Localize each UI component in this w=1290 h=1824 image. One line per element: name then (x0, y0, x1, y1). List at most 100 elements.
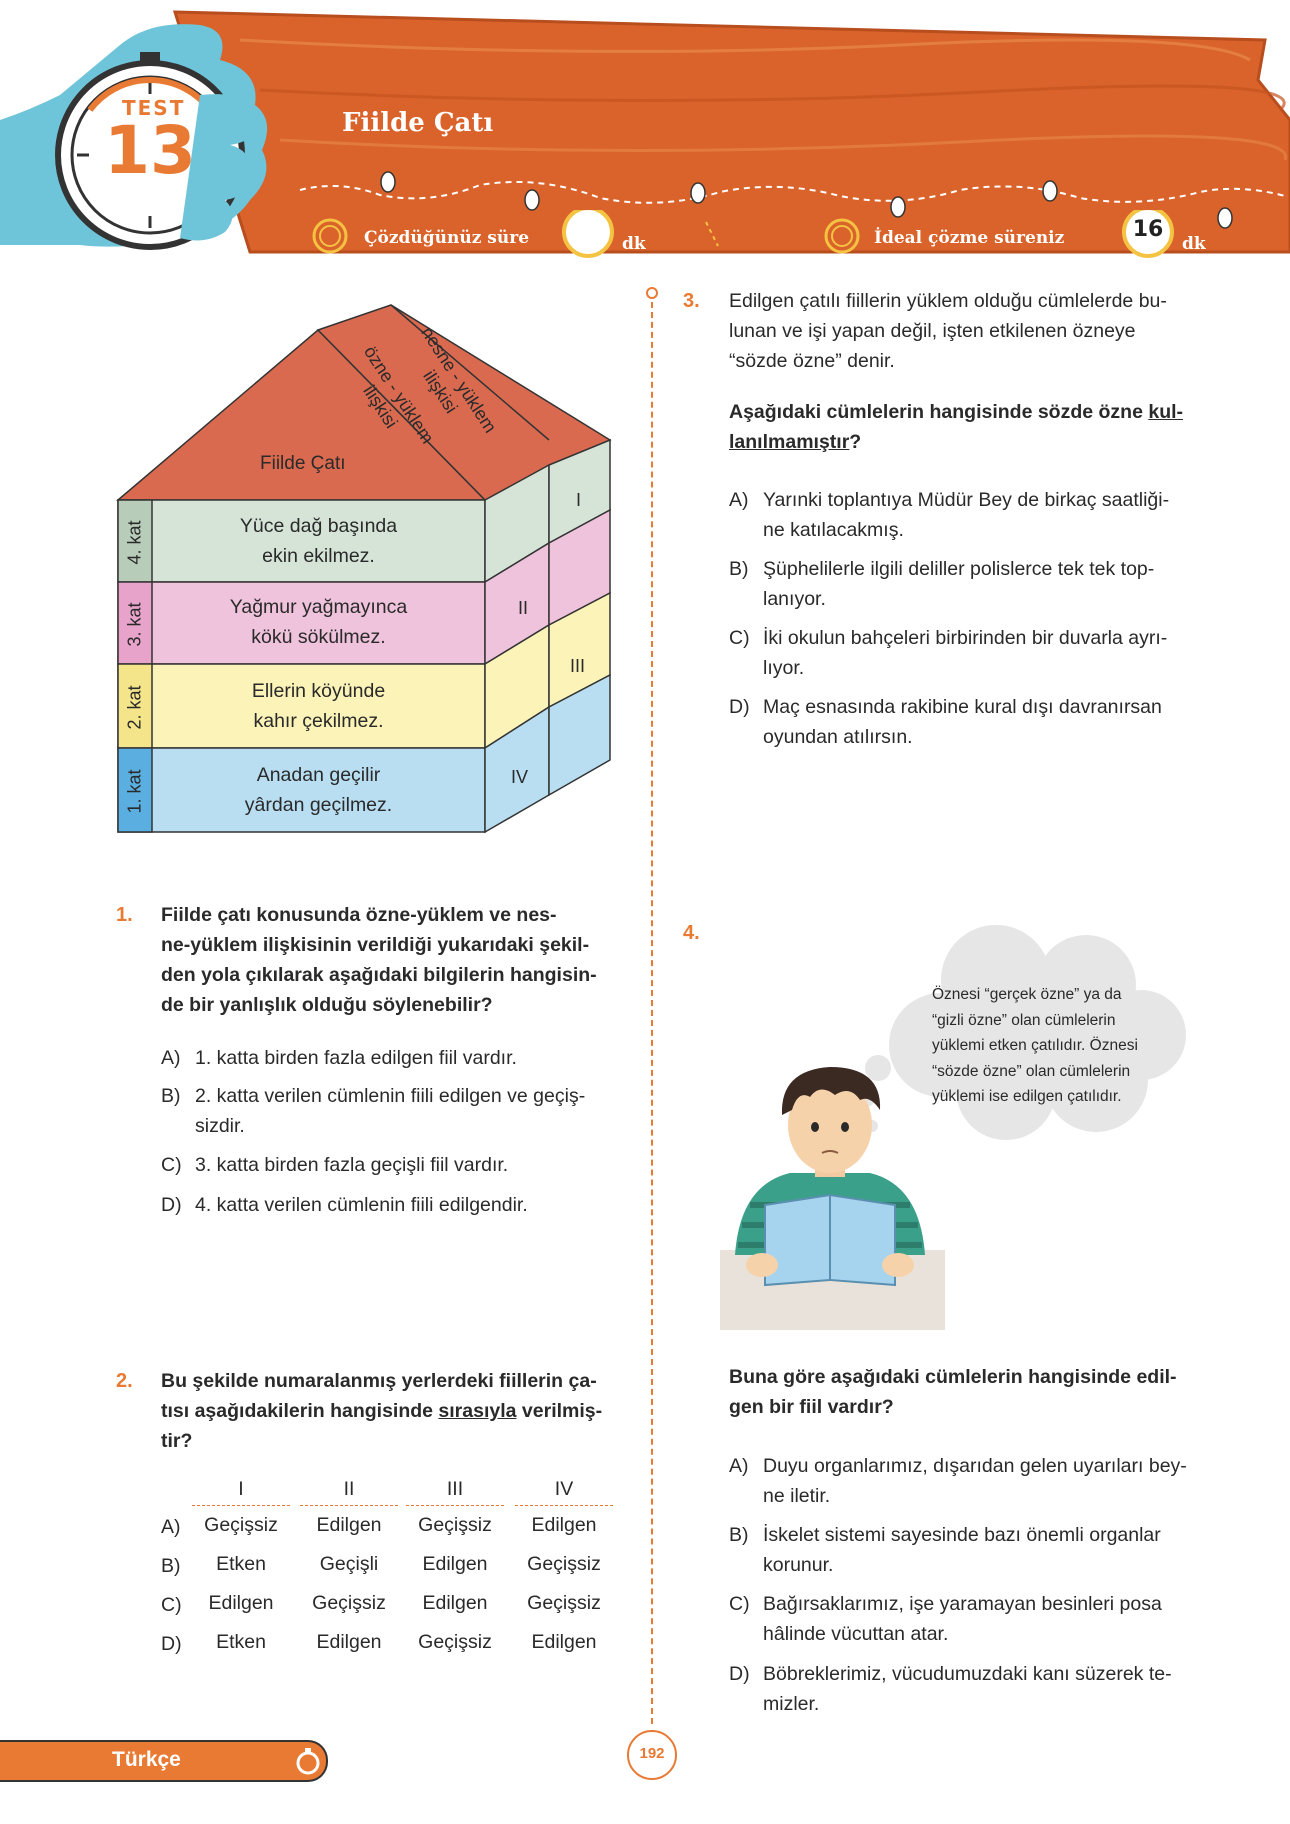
q1-option-c[interactable]: C) 3. katta birden fazla geçişli fiil va… (161, 1150, 621, 1180)
q2-cell: Edilgen (316, 1514, 382, 1536)
q4-option-d[interactable]: D) Böbreklerimiz, vücudumuzdaki kanı süz… (729, 1659, 1209, 1719)
q3-stem-part: ? (849, 431, 862, 453)
option-letter: A) (729, 489, 749, 511)
floor-4-line1: Yüce dağ başında (239, 515, 398, 537)
house-figure: Fiilde Çatı nesne - yüklem ilişkisi özne… (100, 295, 620, 845)
footer-subject-bar: Türkçe (0, 1740, 328, 1782)
solved-time-label: Çözdüğünüz süre (364, 228, 530, 248)
q3-intro-line: lunan ve işi yapan değil, işten etkilene… (729, 320, 1136, 342)
option-letter: A) (161, 1047, 181, 1069)
q2-cell: Edilgen (208, 1592, 274, 1614)
floor-room-2: Ellerin köyünde kahır çekilmez. (152, 676, 485, 736)
roof-label: Fiilde Çatı (260, 453, 346, 474)
solved-time-input[interactable] (566, 210, 610, 254)
floor-3-line2: kökü sökülmez. (251, 626, 386, 648)
q3-option-c[interactable]: C) İki okulun bahçeleri birbirinden bir … (729, 623, 1209, 683)
q3-stem-underlined: lanılmamıştır (729, 431, 850, 453)
marker-I: I (576, 490, 582, 510)
test-label: TEST (122, 96, 186, 120)
option-text: ne iletir. (763, 1485, 831, 1507)
bubble-line: yüklemi ise edilgen çatılıdır. (932, 1088, 1122, 1105)
stopwatch-icon (296, 1748, 320, 1775)
q2-stem-line-2: tısı aşağıdakilerin hangisinde sırasıyla… (161, 1396, 631, 1426)
floor-label-2: 2. kat (124, 685, 145, 730)
q1-option-b[interactable]: B) 2. katta verilen cümlenin fiili edilg… (161, 1081, 621, 1141)
q2-cell: Geçişsiz (527, 1592, 601, 1614)
q2-cell: Edilgen (531, 1514, 597, 1536)
option-letter: C) (161, 1154, 182, 1176)
q4-option-a[interactable]: A) Duyu organlarımız, dışarıdan gelen uy… (729, 1451, 1209, 1511)
floor-label-1: 1. kat (124, 769, 145, 814)
floor-2-line2: kahır çekilmez. (253, 710, 384, 732)
floor-4-line2: ekin ekilmez. (262, 545, 375, 567)
option-letter: C) (161, 1594, 182, 1616)
floor-room-4: Yüce dağ başında ekin ekilmez. (152, 511, 485, 571)
option-letter: A) (729, 1455, 749, 1477)
floor-2-line1: Ellerin köyünde (251, 680, 386, 702)
q3-stem-underlined: kul- (1148, 401, 1184, 423)
option-text: Yarınki toplantıya Müdür Bey de birkaç s… (763, 489, 1170, 511)
option-text: mizler. (763, 1693, 820, 1715)
option-text: 4. katta verilen cümlenin fiili edilgend… (195, 1194, 528, 1216)
q3-intro-line: Edilgen çatılı fiillerin yüklem olduğu c… (729, 290, 1167, 312)
page-number-badge: 192 (627, 1730, 677, 1780)
q2-option-b[interactable]: B) Etken Geçişli Edilgen Geçişsiz (161, 1547, 621, 1583)
q2-option-d[interactable]: D) Etken Edilgen Geçişsiz Edilgen (161, 1625, 621, 1661)
option-text: Bağırsaklarımız, işe yaramayan besinleri… (763, 1593, 1162, 1615)
timer-strip-icons (312, 210, 1174, 258)
option-letter: A) (161, 1516, 181, 1538)
floor-1-line1: Anadan geçilir (256, 764, 381, 786)
q3-stem: Aşağıdaki cümlelerin hangisinde sözde öz… (729, 397, 1209, 457)
option-text: 3. katta birden fazla geçişli fiil vardı… (195, 1154, 509, 1176)
header-banner: TEST 13 Fiilde Çatı Çözdüğünüz süre dk İ… (0, 0, 1290, 260)
option-text: 1. katta birden fazla edilgen fiil vardı… (195, 1047, 517, 1069)
bubble-line: “sözde özne” olan cümlelerin (932, 1062, 1131, 1080)
q3-option-a[interactable]: A) Yarınki toplantıya Müdür Bey de birka… (729, 485, 1209, 545)
q3-option-d[interactable]: D) Maç esnasında rakibine kural dışı dav… (729, 692, 1209, 752)
option-letter: D) (161, 1633, 182, 1655)
test-number: 13 (104, 112, 196, 189)
q2-stem-part: verilmiş- (516, 1400, 603, 1422)
page-number: 192 (639, 1745, 665, 1762)
floor-3-line1: Yağmur yağmayınca (229, 596, 408, 618)
q1-option-a[interactable]: A) 1. katta birden fazla edilgen fiil va… (161, 1043, 621, 1073)
q3-option-b[interactable]: B) Şüphelilerle ilgili deliller polisler… (729, 554, 1209, 614)
marker-III: III (570, 656, 586, 676)
option-text: İskelet sistemi sayesinde bazı önemli or… (763, 1524, 1161, 1546)
option-text: ne katılacakmış. (763, 519, 904, 541)
bubble-line: Öznesi “gerçek özne” ya da (932, 986, 1122, 1003)
q1-stem-line: ne-yüklem ilişkisinin verildiği yukarıda… (161, 934, 590, 956)
boy-reading-illustration (720, 1055, 945, 1335)
q2-header-rule (300, 1505, 398, 1506)
ideal-time-value: 16 (1132, 217, 1164, 242)
thought-bubble-text: Öznesi “gerçek özne” ya da “gizli özne” … (932, 982, 1162, 1110)
q2-stem-line: tir? (161, 1430, 193, 1452)
q2-stem-underlined: sırasıyla (438, 1400, 517, 1422)
q2-stem-part: tısı aşağıdakilerin hangisinde (161, 1400, 439, 1422)
option-letter: C) (729, 1593, 750, 1615)
q4-option-b[interactable]: B) İskelet sistemi sayesinde bazı önemli… (729, 1520, 1209, 1580)
ideal-time-unit: dk (1182, 234, 1206, 254)
q1-number: 1. (116, 904, 133, 926)
footer-subject: Türkçe (112, 1748, 181, 1771)
q1-option-d[interactable]: D) 4. katta verilen cümlenin fiili edilg… (161, 1190, 621, 1220)
bubble-line: yüklemi etken çatılıdır. Öznesi (932, 1037, 1138, 1054)
q2-header-I: I (238, 1478, 244, 1500)
floor-room-3: Yağmur yağmayınca kökü sökülmez. (152, 592, 485, 652)
q2-option-c[interactable]: C) Edilgen Geçişsiz Edilgen Geçişsiz (161, 1586, 621, 1622)
q2-cell: Edilgen (531, 1631, 597, 1653)
q1-stem-line: Fiilde çatı konusunda özne-yüklem ve nes… (161, 904, 557, 926)
q2-stem-line: Bu şekilde numaralanmış yerlerdeki fiill… (161, 1370, 597, 1392)
divider-top-dot (646, 287, 658, 299)
option-letter: B) (729, 1524, 749, 1546)
option-letter: C) (729, 627, 750, 649)
q4-option-c[interactable]: C) Bağırsaklarımız, işe yaramayan besinl… (729, 1589, 1209, 1649)
q2-cell: Geçişsiz (312, 1592, 386, 1614)
option-text: Duyu organlarımız, dışarıdan gelen uyarı… (763, 1455, 1187, 1477)
q3-intro: Edilgen çatılı fiillerin yüklem olduğu c… (729, 286, 1199, 376)
q2-option-a[interactable]: A) Geçişsiz Edilgen Geçişsiz Edilgen (161, 1508, 621, 1544)
q2-header-rule (192, 1505, 290, 1506)
q1-stem: Fiilde çatı konusunda özne-yüklem ve nes… (161, 900, 621, 1020)
floor-label-4: 4. kat (124, 520, 145, 565)
q2-cell: Edilgen (316, 1631, 382, 1653)
